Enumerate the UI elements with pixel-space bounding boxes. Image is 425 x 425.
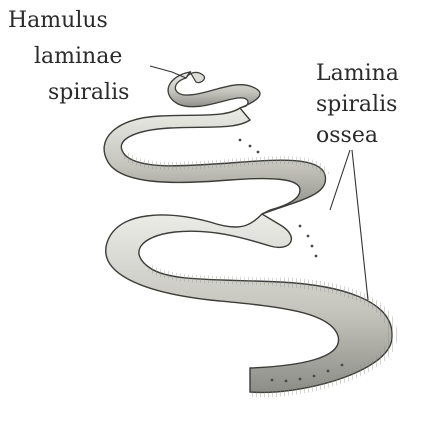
lamina-leader-lower xyxy=(352,150,368,300)
hamulus-label: Hamulus laminae spiralis xyxy=(8,8,129,105)
hamulus-leader xyxy=(150,66,186,78)
basal-turn xyxy=(106,214,392,392)
hamulus-tip xyxy=(186,72,204,83)
lamina-label-line-2: spiralis xyxy=(316,92,397,117)
lamina-label: Lamina spiralis ossea xyxy=(316,61,399,148)
spiral-lamina xyxy=(104,72,392,392)
hamulus-label-line-3: spiralis xyxy=(48,80,129,105)
lamina-leader-upper xyxy=(330,150,350,210)
hamulus-label-line-1: Hamulus xyxy=(8,8,108,33)
apical-turn xyxy=(168,72,260,108)
lamina-label-line-1: Lamina xyxy=(316,61,399,86)
hamulus-label-line-2: laminae xyxy=(34,44,122,69)
lamina-label-line-3: ossea xyxy=(316,123,378,148)
